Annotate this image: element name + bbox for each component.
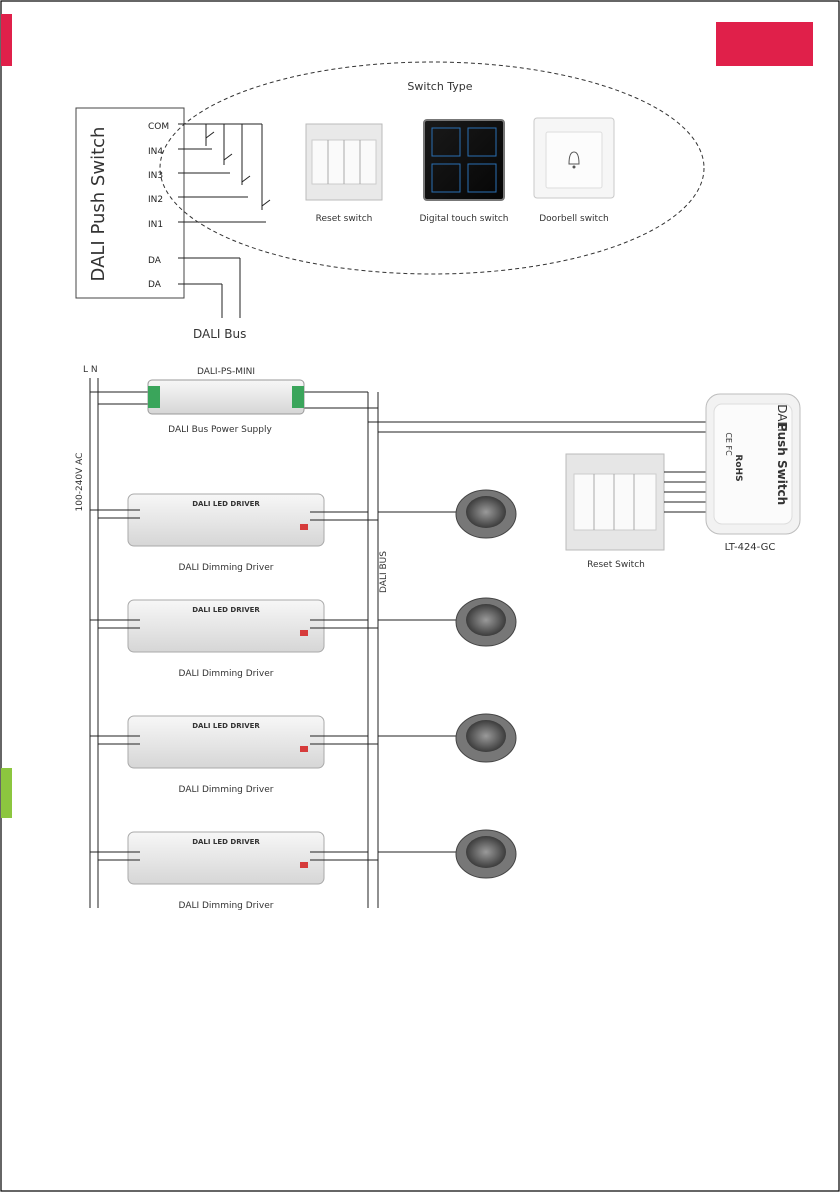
push-switch-ce: CE FC (724, 432, 733, 456)
push-switch-name: Push Switch (775, 423, 789, 505)
driver-4-label: DALI Dimming Driver (179, 901, 274, 911)
driver-2-label: DALI Dimming Driver (179, 669, 274, 679)
red-side-tab (1, 14, 12, 66)
terminal-da-2: DA (148, 280, 162, 290)
touch-panel-icon (423, 119, 505, 201)
driver-3-wiring (90, 735, 462, 745)
mains-and-bus-lines (89, 378, 708, 908)
switch-input-wiring (178, 123, 271, 318)
driver-1-label: DALI Dimming Driver (179, 563, 274, 573)
push-switch-model: LT-424-GC (725, 542, 776, 553)
driver-box-text: DALI LED DRIVER (192, 722, 260, 730)
terminal-in2: IN2 (148, 195, 163, 205)
green-side-tab (1, 768, 12, 818)
reset-switch-label: Reset switch (316, 214, 373, 224)
driver-box-text: DALI LED DRIVER (192, 500, 260, 508)
mains-label: L N (83, 365, 98, 375)
downlight-3-icon (455, 713, 517, 763)
dali-bus-label-top: DALI Bus (193, 327, 246, 341)
driver-box-text: DALI LED DRIVER (192, 838, 260, 846)
dali-bus-label-bottom: DALI BUS (379, 551, 389, 593)
driver-box-text: DALI LED DRIVER (192, 606, 260, 614)
push-switch-module (705, 393, 801, 535)
switch-module-title: DALI Push Switch (88, 127, 109, 282)
downlight-1-icon (455, 489, 517, 539)
dali-driver-2: DALI LED DRIVER (127, 599, 325, 653)
dali-driver-3: DALI LED DRIVER (127, 715, 325, 769)
touch-switch-label: Digital touch switch (419, 214, 508, 224)
driver-3-label: DALI Dimming Driver (179, 785, 274, 795)
driver-4-wiring (90, 851, 462, 861)
terminal-in4: IN4 (148, 147, 163, 157)
terminal-com: COM (148, 122, 169, 132)
power-supply-box (147, 379, 305, 415)
reset-switch-panel-icon (565, 453, 665, 551)
terminal-da-1: DA (148, 256, 162, 266)
driver-2-wiring (90, 619, 462, 629)
switch-module-box (75, 107, 185, 299)
downlight-2-icon (455, 597, 517, 647)
reset-switch-bottom-label: Reset Switch (587, 560, 645, 570)
doorbell-switch-label: Doorbell switch (539, 214, 609, 224)
reset-switch-icon (305, 123, 383, 201)
doorbell-switch-icon (533, 117, 615, 199)
terminal-in3: IN3 (148, 171, 163, 181)
driver-1-wiring (90, 509, 462, 521)
power-supply-model: DALI-PS-MINI (197, 367, 255, 377)
push-switch-rohs: RoHS (733, 454, 743, 481)
voltage-label: 100-240V AC (75, 453, 85, 512)
push-switch-brand: DALI (775, 404, 789, 431)
terminal-in1: IN1 (148, 220, 163, 230)
downlight-4-icon (455, 829, 517, 879)
red-header-tab (716, 22, 813, 66)
dali-driver-4: DALI LED DRIVER (127, 831, 325, 885)
switch-type-title: Switch Type (407, 80, 472, 93)
switch-type-ellipse (159, 61, 705, 275)
dali-driver-1: DALI LED DRIVER (127, 493, 325, 547)
power-supply-label: DALI Bus Power Supply (168, 425, 272, 435)
